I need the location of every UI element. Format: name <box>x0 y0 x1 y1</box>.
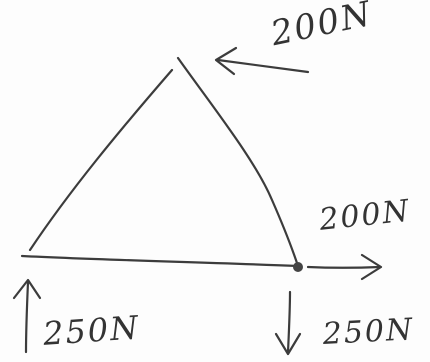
right-reaction-arrow-head <box>274 332 302 356</box>
horizontal-load-arrow-head <box>360 253 383 281</box>
right-support-node <box>293 262 303 272</box>
left-reaction-arrow-shaft <box>24 280 30 354</box>
right-reaction-arrow-shaft <box>286 290 292 354</box>
horizontal-load-arrow-shaft <box>306 265 382 269</box>
truss-right-member <box>176 56 300 268</box>
left-reaction-arrow-head <box>12 278 42 300</box>
apex-load-arrow-head <box>214 46 238 76</box>
apex-load-arrow-shaft <box>216 58 310 74</box>
truss-base-member <box>20 254 300 268</box>
left-reaction-label: 250N <box>41 308 142 353</box>
right-reaction-label: 250N <box>321 312 416 352</box>
truss-left-member <box>28 68 174 252</box>
